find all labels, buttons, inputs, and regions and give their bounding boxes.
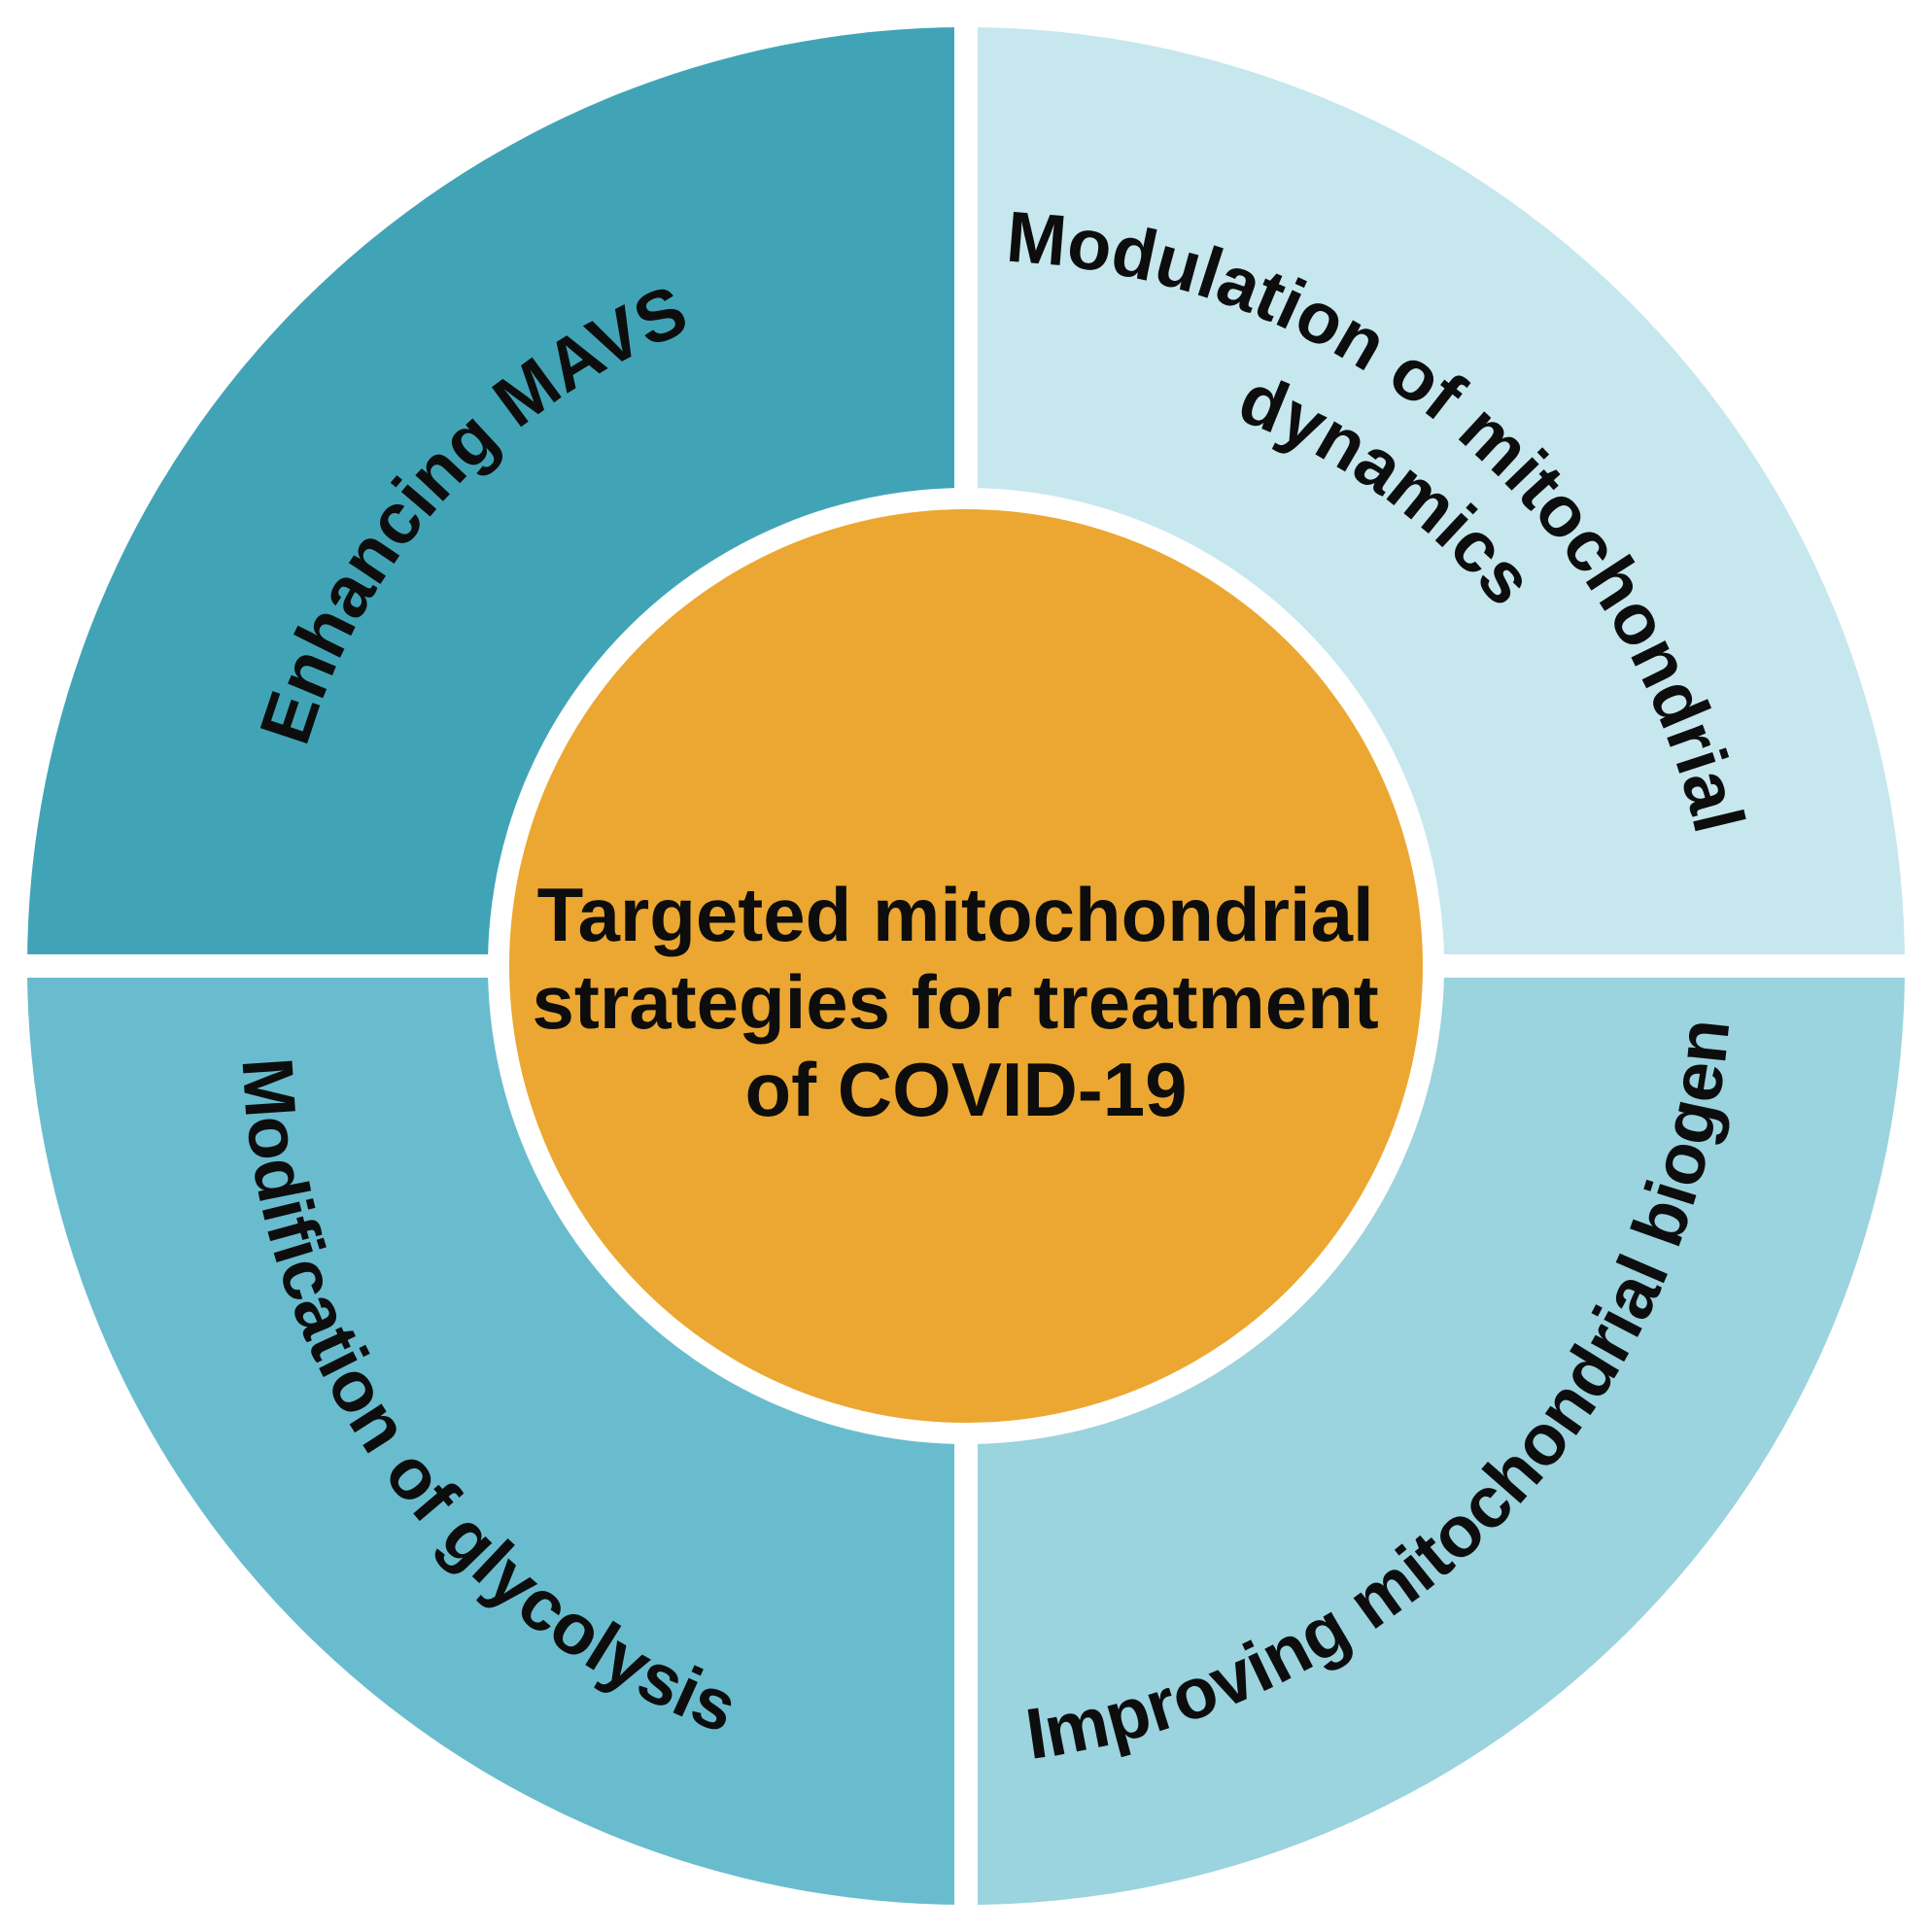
center-title-line-1: Targeted mitochondrial bbox=[537, 872, 1374, 957]
center-title: Targeted mitochondrial strategies for tr… bbox=[533, 872, 1400, 1132]
center-title-line-3: of COVID-19 bbox=[744, 1047, 1187, 1132]
center-title-line-2: strategies for treatment bbox=[533, 959, 1379, 1045]
center-circle bbox=[509, 509, 1423, 1423]
